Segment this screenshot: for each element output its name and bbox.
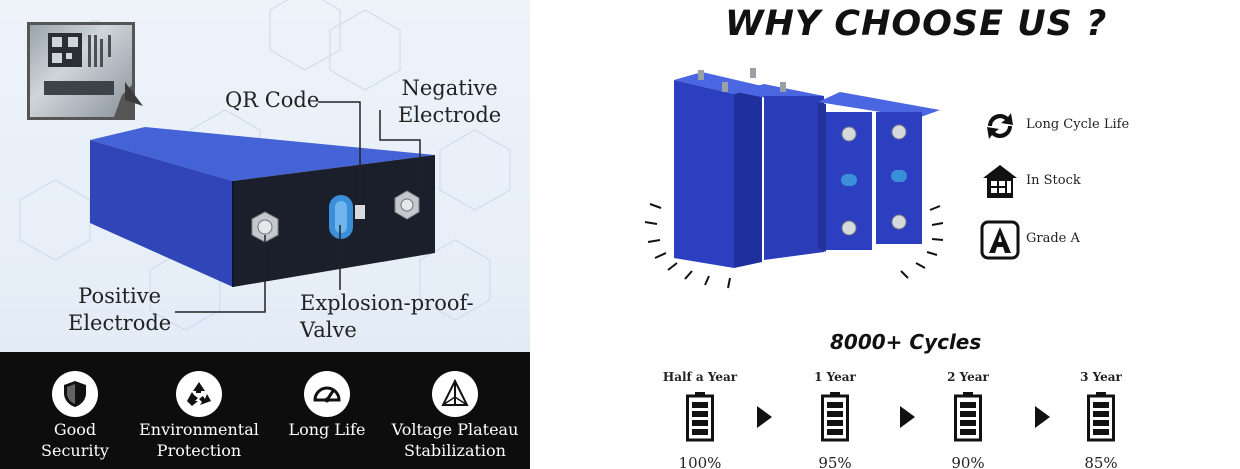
feature-label-line1: Good — [53, 420, 97, 439]
page-title: WHY CHOOSE US ? — [725, 4, 1108, 44]
positive-electrode-label: Positive Electrode — [68, 283, 171, 337]
stage-1-year: 1 Year 95% — [795, 370, 875, 469]
pyramid-icon — [432, 371, 478, 417]
stage-period: 1 Year — [814, 370, 856, 384]
benefit-label: In Stock — [1026, 173, 1081, 188]
qr-code-closeup — [27, 22, 135, 120]
stage-percent: 90% — [951, 454, 985, 469]
battery-level-icon — [821, 392, 849, 442]
stage-period: 2 Year — [947, 370, 989, 384]
dial-ticks — [644, 203, 944, 289]
cycle-arrows-icon — [987, 113, 1013, 139]
callout-pointer — [125, 82, 143, 106]
positive-terminal — [251, 211, 279, 243]
benefit-label: Long Cycle Life — [1026, 117, 1130, 132]
feature-label-line1: Long Life — [288, 420, 366, 439]
qr-code-label: QR Code — [225, 88, 320, 112]
feature-label-line2: Security — [41, 441, 109, 460]
explosion-proof-valve — [329, 195, 365, 239]
stage-percent: 100% — [678, 454, 722, 469]
cycles-heading: 8000+ Cycles — [830, 330, 982, 354]
grade-a-icon — [980, 220, 1020, 260]
feature-long-life: Long Life — [262, 352, 392, 469]
arrow-right-icon — [757, 406, 772, 428]
stage-period: 3 Year — [1080, 370, 1122, 384]
stage-half-year: Half a Year 100% — [660, 370, 740, 469]
warehouse-icon — [983, 165, 1017, 198]
valve-label-line2: Valve — [300, 318, 357, 342]
feature-label-line1: Environmental — [139, 420, 259, 439]
feature-label-line2: Stabilization — [404, 441, 506, 460]
stage-percent: 85% — [1084, 454, 1118, 469]
why-choose-us-panel: WHY CHOOSE US ? — [530, 0, 1240, 469]
recycle-icon — [176, 371, 222, 417]
battery-level-icon — [1087, 392, 1115, 442]
battery-pack-illustration — [644, 68, 944, 289]
stage-2-year: 2 Year 90% — [928, 370, 1008, 469]
stage-percent: 95% — [818, 454, 852, 469]
valve-label: Explosion-proof- Valve — [300, 290, 474, 344]
positive-electrode-label-line2: Electrode — [68, 311, 172, 335]
arrow-right-icon — [1035, 406, 1050, 428]
stage-period: Half a Year — [662, 370, 738, 384]
battery-diagram-panel: QR Code Negative Electrode Positive Elec… — [0, 0, 530, 469]
feature-label-line2: Protection — [156, 441, 242, 460]
negative-electrode-label-line2: Electrode — [398, 103, 502, 127]
battery-cell-illustration — [90, 127, 435, 287]
callout-lines — [175, 101, 421, 313]
qr-code-icon — [44, 33, 132, 117]
feature-label-line1: Voltage Plateau — [391, 420, 519, 439]
arrow-right-icon — [900, 406, 915, 428]
negative-terminal — [394, 190, 420, 220]
stage-3-year: 3 Year 85% — [1061, 370, 1141, 469]
benefit-label: Grade A — [1026, 231, 1080, 246]
gauge-icon — [304, 371, 350, 417]
battery-level-icon — [954, 392, 982, 442]
positive-electrode-label-line1: Positive — [78, 284, 162, 308]
battery-level-icon — [686, 392, 714, 442]
valve-label-line1: Explosion-proof- — [300, 291, 474, 315]
negative-electrode-label-line1: Negative — [401, 76, 498, 100]
shield-icon — [52, 371, 98, 417]
negative-electrode-label: Negative Electrode — [398, 75, 501, 129]
